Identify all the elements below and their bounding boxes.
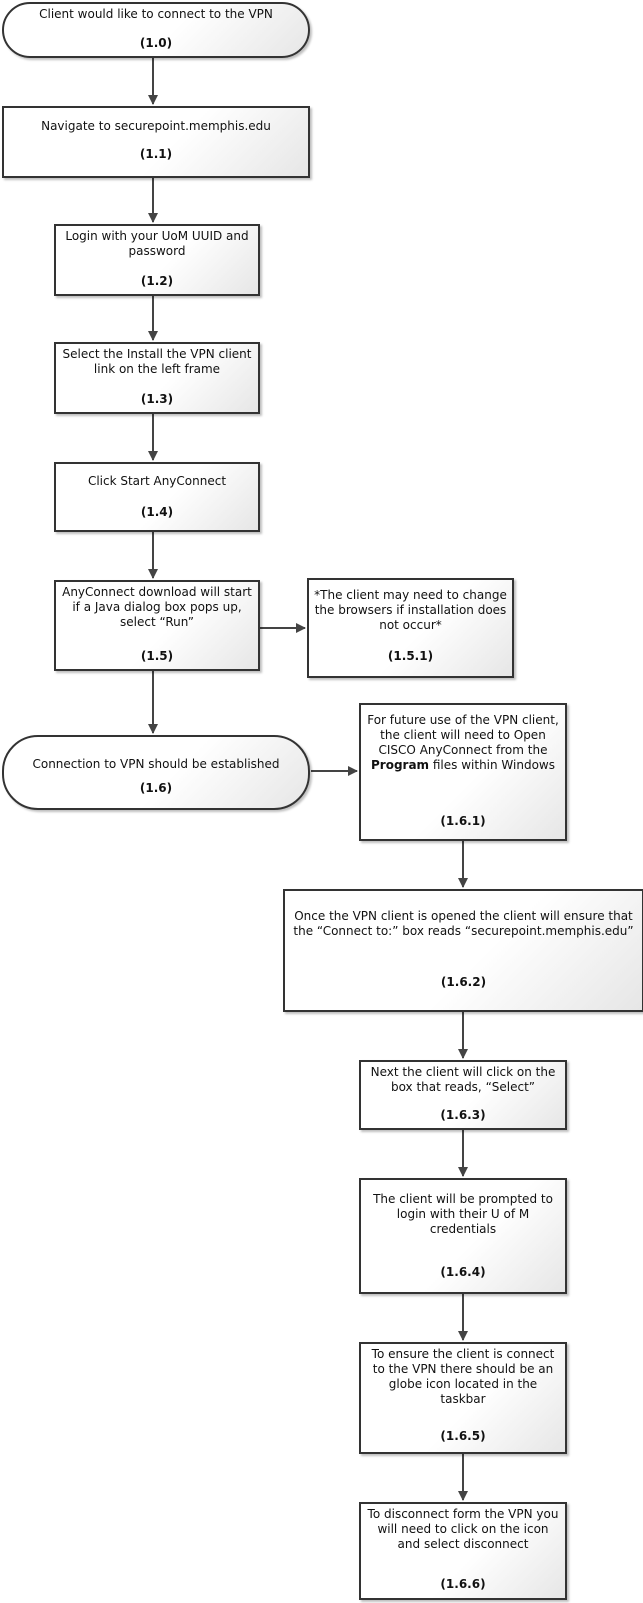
node-1-3-text: Select the Install the VPN client link o…: [62, 347, 252, 376]
node-1-1-text: Navigate to securepoint.memphis.edu: [41, 119, 271, 133]
node-1-2: Login with your UoM UUID and password (1…: [54, 224, 260, 296]
node-1-6-1-text: For future use of the VPN client, the cl…: [365, 713, 561, 773]
node-1-4-number: (1.4): [140, 505, 174, 519]
node-1-6-1: For future use of the VPN client, the cl…: [359, 703, 567, 841]
node-1-6-2-text: Once the VPN client is opened the client…: [293, 909, 634, 938]
node-1-6: Connection to VPN should be established …: [2, 735, 310, 810]
node-1-6-1-text-post: files within Windows: [429, 758, 555, 772]
node-1-2-number: (1.2): [140, 274, 174, 288]
node-1-6-2-number: (1.6.2): [440, 975, 487, 989]
node-1-2-text: Login with your UoM UUID and password: [65, 229, 249, 258]
node-1-1: Navigate to securepoint.memphis.edu (1.1…: [2, 106, 310, 178]
node-1-6-3: Next the client will click on the box th…: [359, 1060, 567, 1130]
node-1-5-number: (1.5): [140, 649, 174, 663]
node-1-6-4-number: (1.6.4): [440, 1265, 486, 1279]
node-1-4-text: Click Start AnyConnect: [87, 474, 227, 488]
node-1-5: AnyConnect download will start if a Java…: [54, 580, 260, 671]
node-1-6-5-text: To ensure the client is connect to the V…: [371, 1347, 555, 1406]
node-1-0-number: (1.0): [139, 36, 173, 50]
node-1-6-6: To disconnect form the VPN you will need…: [359, 1502, 567, 1600]
node-1-5-text: AnyConnect download will start if a Java…: [62, 585, 252, 629]
node-1-6-6-text: To disconnect form the VPN you will need…: [367, 1507, 559, 1551]
node-1-6-1-text-pre: For future use of the VPN client, the cl…: [367, 713, 559, 757]
node-1-4: Click Start AnyConnect (1.4): [54, 462, 260, 532]
node-1-3: Select the Install the VPN client link o…: [54, 342, 260, 414]
node-1-5-1-text: *The client may need to change the brows…: [314, 588, 507, 632]
node-1-6-5: To ensure the client is connect to the V…: [359, 1342, 567, 1454]
node-1-5-1-number: (1.5.1): [387, 649, 434, 663]
node-1-6-1-text-bold: Program: [370, 758, 430, 772]
node-1-6-6-number: (1.6.6): [440, 1577, 486, 1591]
node-1-6-number: (1.6): [139, 781, 173, 795]
node-1-6-text: Connection to VPN should be established: [32, 757, 280, 771]
node-1-1-number: (1.1): [139, 147, 173, 161]
node-1-0-text: Client would like to connect to the VPN: [39, 7, 273, 21]
node-1-3-number: (1.3): [140, 392, 174, 406]
node-1-6-4: The client will be prompted to login wit…: [359, 1178, 567, 1294]
node-1-6-3-number: (1.6.3): [440, 1108, 486, 1122]
node-1-6-5-number: (1.6.5): [440, 1429, 486, 1443]
node-1-0: Client would like to connect to the VPN …: [2, 2, 310, 58]
node-1-6-1-number: (1.6.1): [440, 814, 486, 828]
node-1-6-3-text: Next the client will click on the box th…: [370, 1065, 556, 1094]
node-1-6-2: Once the VPN client is opened the client…: [283, 889, 643, 1012]
node-1-6-4-text: The client will be prompted to login wit…: [373, 1192, 553, 1236]
node-1-5-1: *The client may need to change the brows…: [307, 578, 514, 678]
